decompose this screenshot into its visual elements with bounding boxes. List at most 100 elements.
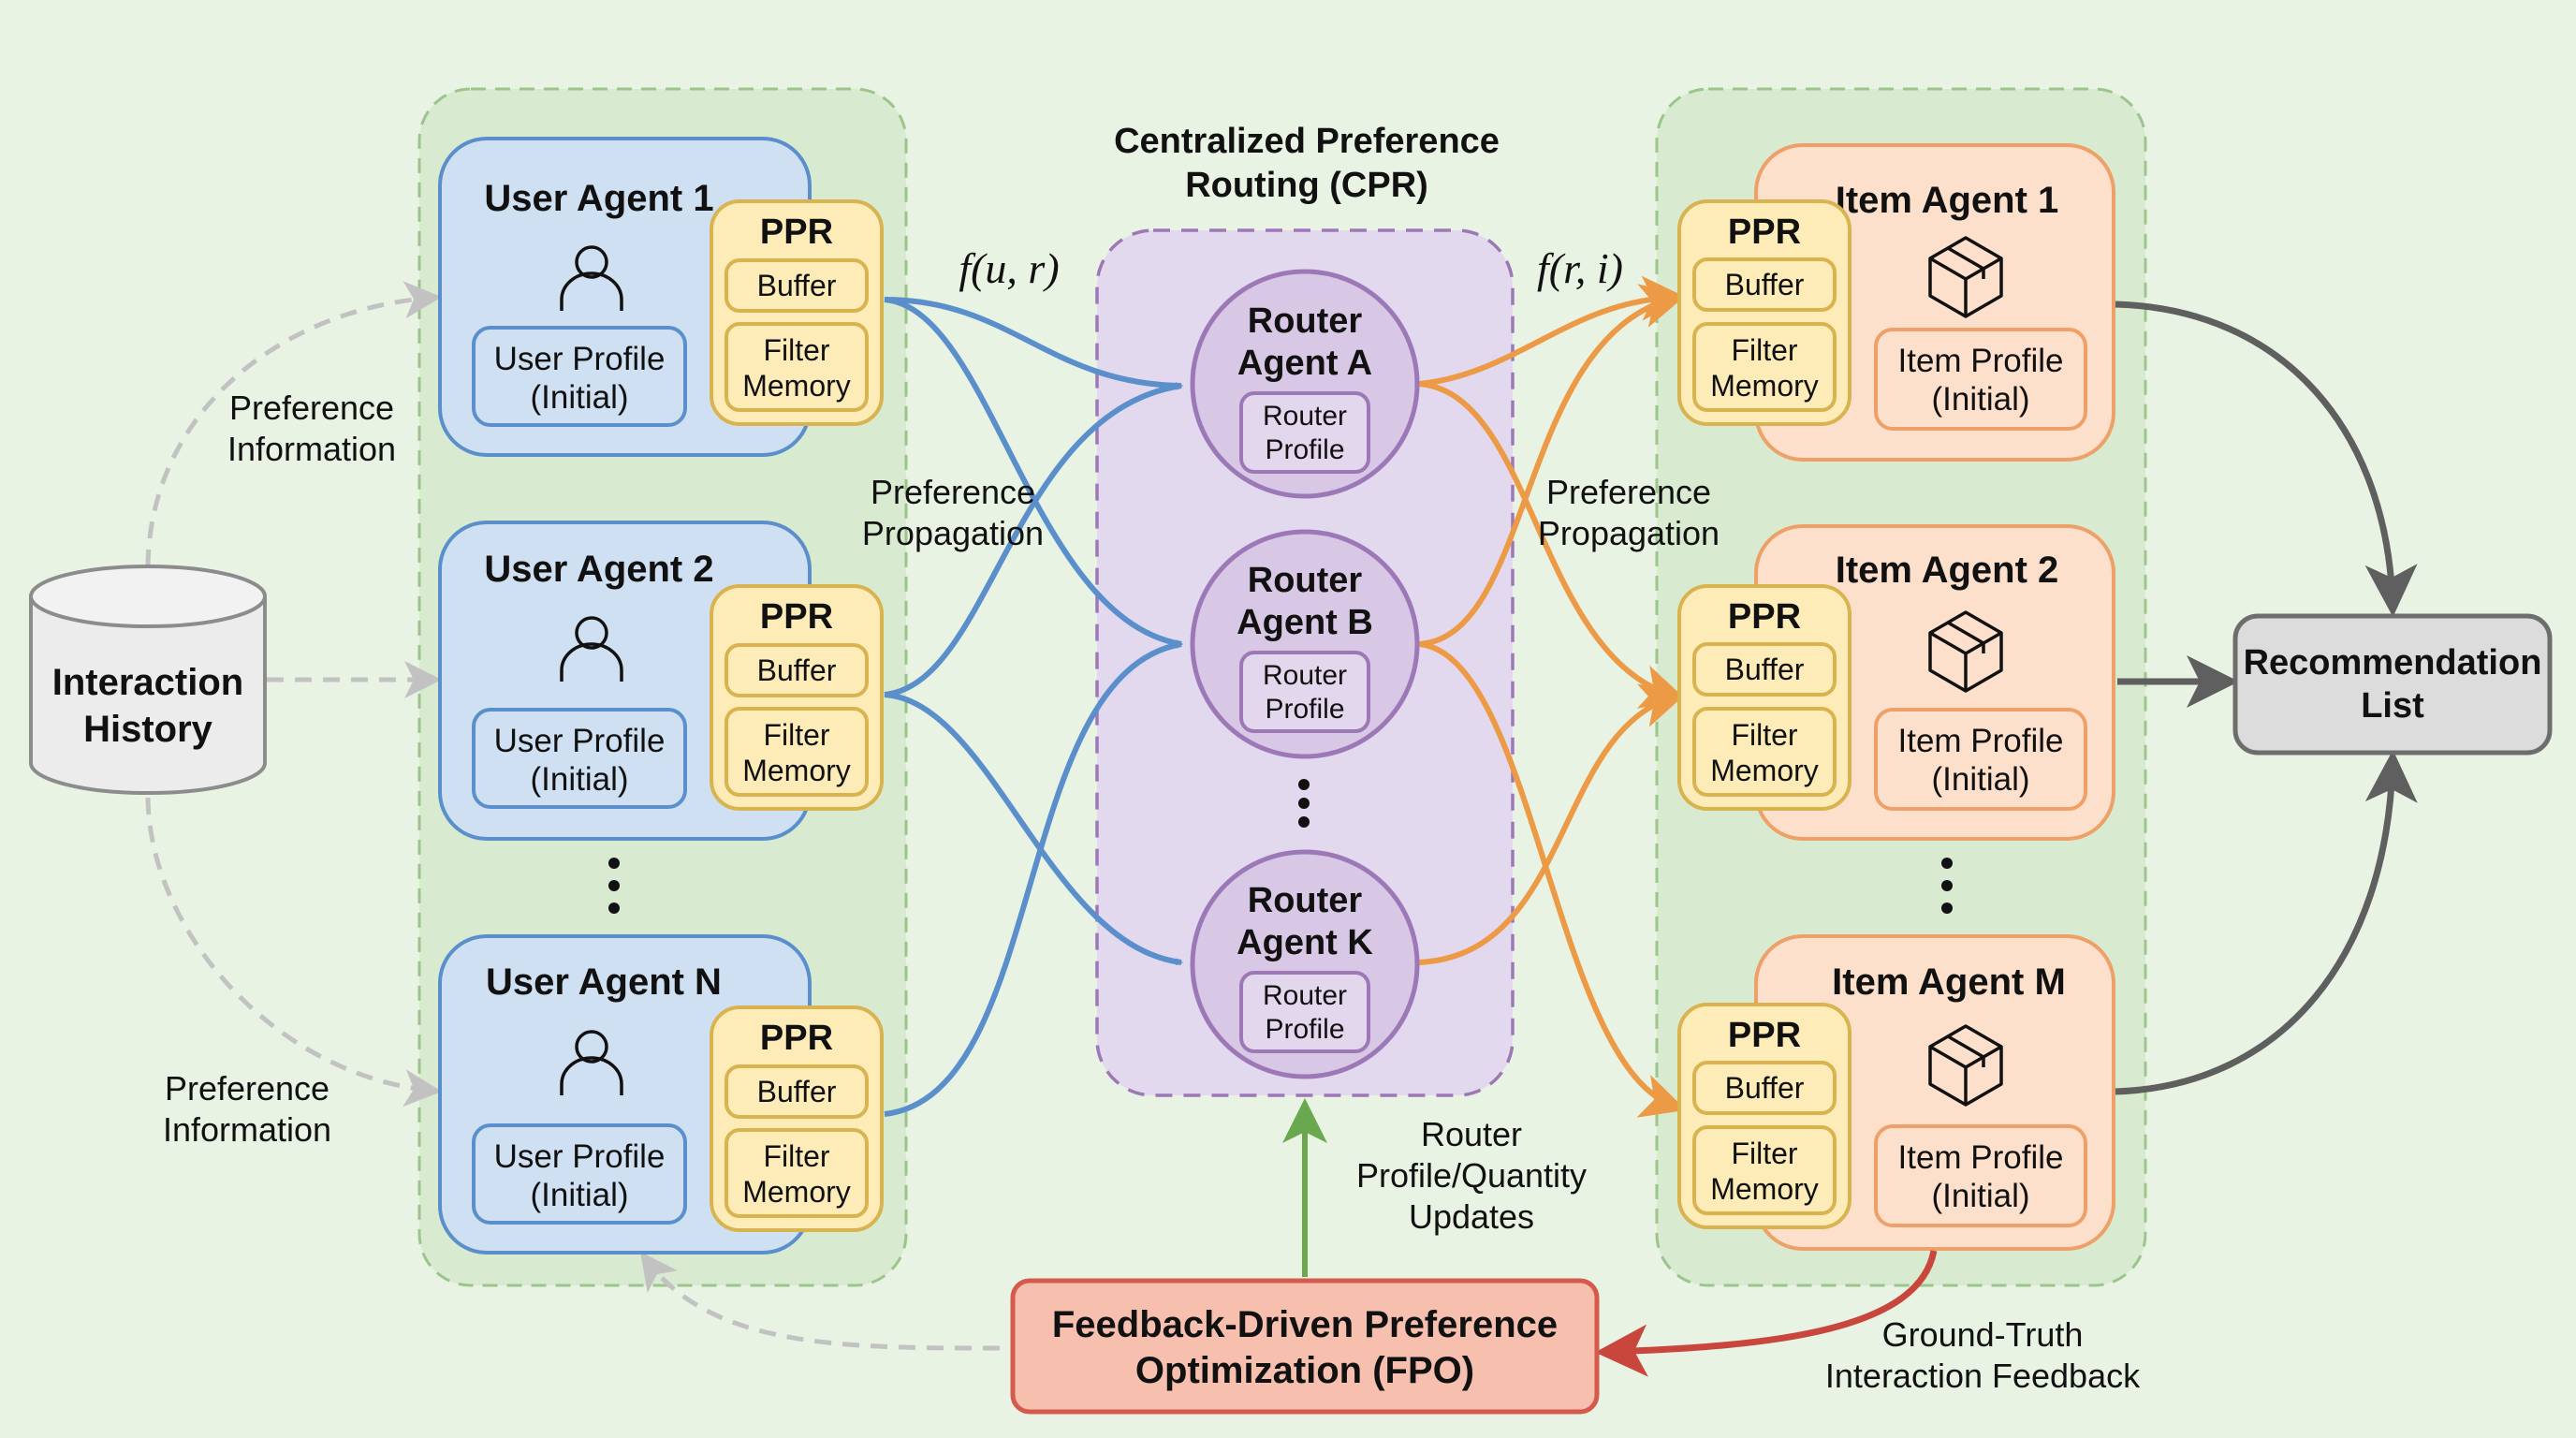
preference-info-label-bottom-line1: Preference (165, 1069, 329, 1108)
left-propagation-line1: Preference (871, 473, 1035, 511)
edge-item1-recommendation (2115, 301, 2418, 617)
ppr-title: PPR (1728, 597, 1801, 637)
box-icon (1928, 1024, 2003, 1107)
preference-info-label-bottom-line2: Information (163, 1110, 331, 1149)
user-profile-line2: (Initial) (530, 1177, 628, 1213)
recommendation-line1: Recommendation (2244, 643, 2542, 682)
buffer-box (1692, 1061, 1837, 1115)
router-agent-b[interactable]: Router Agent B Router Profile (1190, 529, 1420, 759)
router-profile-line1: Router (1263, 401, 1347, 432)
interaction-history-line1: Interaction (52, 662, 243, 703)
user-profile-line2: (Initial) (530, 379, 628, 416)
ground-truth-line1: Ground-Truth (1882, 1315, 2084, 1354)
user-agent-n[interactable]: User Agent N User Profile (Initial) PPR … (438, 934, 884, 1255)
edge-itemM-recommendation (2115, 750, 2418, 1095)
filter-memory-box (1692, 1125, 1837, 1215)
router-to-item-edges (1418, 275, 1687, 1118)
router-profile-line2: Profile (1265, 1014, 1344, 1045)
buffer-label: Buffer (1725, 268, 1805, 301)
filter-memory-line1: Filter (1731, 718, 1797, 752)
user-icon (560, 616, 623, 682)
box-icon (1928, 610, 2003, 693)
ppr-title: PPR (1728, 1016, 1801, 1055)
edge-user1-routerB (884, 297, 1183, 647)
filter-memory-box (1692, 707, 1837, 797)
router-updates-line1: Router (1421, 1115, 1522, 1153)
preference-info-arrow-top (145, 281, 442, 567)
buffer-label: Buffer (757, 269, 837, 302)
router-profile-line2: Profile (1265, 694, 1344, 725)
user-profile-box (472, 708, 687, 809)
item-profile-line2: (Initial) (1931, 761, 2029, 798)
right-propagation-line2: Propagation (1538, 514, 1720, 552)
edge-user2-routerA (884, 382, 1183, 697)
filter-memory-box (724, 1128, 869, 1218)
router-updates-line3: Updates (1409, 1197, 1534, 1236)
buffer-box (724, 258, 869, 313)
ppr-title: PPR (1728, 213, 1801, 252)
buffer-label: Buffer (757, 1075, 837, 1108)
ppr-title: PPR (760, 1019, 833, 1058)
filter-memory-line2: Memory (742, 1175, 851, 1209)
item-agent-1[interactable]: Item Agent 1 Item Profile (Initial) PPR … (1677, 143, 2115, 462)
buffer-box (1692, 642, 1837, 697)
recommendation-list-box[interactable]: Recommendation List (2232, 613, 2553, 756)
ppr-title: PPR (760, 597, 833, 637)
cpr-title-line2: Routing (CPR) (1185, 166, 1428, 205)
edge-userN-routerB (884, 641, 1183, 1117)
fpo-line1: Feedback-Driven Preference (1052, 1304, 1558, 1345)
item-profile-box (1874, 1124, 2087, 1227)
router-agent-a[interactable]: Router Agent A Router Profile (1190, 269, 1420, 499)
filter-memory-box (724, 707, 869, 797)
buffer-label: Buffer (1725, 653, 1805, 686)
item-profile-line2: (Initial) (1931, 381, 2029, 418)
item-agent-m[interactable]: Item Agent M Item Profile (Initial) PPR … (1677, 934, 2115, 1251)
user-profile-line1: User Profile (494, 341, 666, 377)
item-ellipsis (1941, 858, 1953, 914)
recommendation-line2: List (2361, 686, 2424, 726)
ppr-title: PPR (760, 213, 833, 252)
user-agent-1[interactable]: User Agent 1 User Profile (Initial) PPR … (438, 137, 884, 457)
filter-memory-line2: Memory (1710, 754, 1819, 787)
function-args-u-r: (u, r) (971, 244, 1060, 292)
ground-truth-feedback-arrow (1595, 1250, 1938, 1377)
router-profile-line2: Profile (1265, 434, 1344, 465)
user-icon (560, 1030, 623, 1095)
fpo-line2: Optimization (FPO) (1135, 1350, 1474, 1391)
buffer-label: Buffer (757, 653, 837, 687)
user-agent-title: User Agent N (486, 961, 722, 1003)
item-profile-box (1874, 708, 2087, 811)
router-title-line2: Agent K (1237, 923, 1373, 962)
ground-truth-line2: Interaction Feedback (1825, 1357, 2141, 1395)
filter-memory-line2: Memory (1710, 369, 1819, 403)
router-profile-box (1239, 391, 1370, 474)
filter-memory-line1: Filter (1731, 333, 1797, 367)
preference-info-arrow-bottom (145, 797, 442, 1108)
user-agent-2[interactable]: User Agent 2 User Profile (Initial) PPR … (438, 521, 884, 841)
function-args-r-i: (r, i) (1549, 244, 1623, 292)
item-agent-2[interactable]: Item Agent 2 Item Profile (Initial) PPR … (1677, 524, 2115, 841)
item-profile-line2: (Initial) (1931, 1178, 2029, 1214)
filter-memory-line1: Filter (1731, 1137, 1797, 1170)
user-profile-box (472, 1123, 687, 1225)
router-agent-k[interactable]: Router Agent K Router Profile (1190, 849, 1420, 1079)
filter-memory-line1: Filter (763, 718, 829, 752)
router-title-line1: Router (1248, 301, 1363, 341)
fpo-box[interactable]: Feedback-Driven Preference Optimization … (1010, 1278, 1600, 1415)
function-label-user-router: f(u, r) (959, 244, 1059, 292)
buffer-label: Buffer (1725, 1071, 1805, 1105)
filter-memory-line2: Memory (742, 369, 851, 403)
interaction-history-line2: History (83, 709, 213, 750)
user-profile-box (472, 326, 687, 427)
user-profile-line1: User Profile (494, 723, 666, 759)
filter-memory-line2: Memory (742, 754, 851, 787)
buffer-box (724, 1064, 869, 1119)
preference-info-label-top-line1: Preference (229, 389, 394, 427)
right-propagation-line1: Preference (1546, 473, 1711, 511)
filter-memory-box (724, 322, 869, 412)
user-ellipsis (608, 858, 620, 914)
item-profile-line1: Item Profile (1898, 343, 2064, 379)
router-title-line1: Router (1248, 881, 1363, 920)
item-agent-title: Item Agent 2 (1836, 550, 2059, 591)
router-updates-line2: Profile/Quantity (1356, 1156, 1587, 1195)
